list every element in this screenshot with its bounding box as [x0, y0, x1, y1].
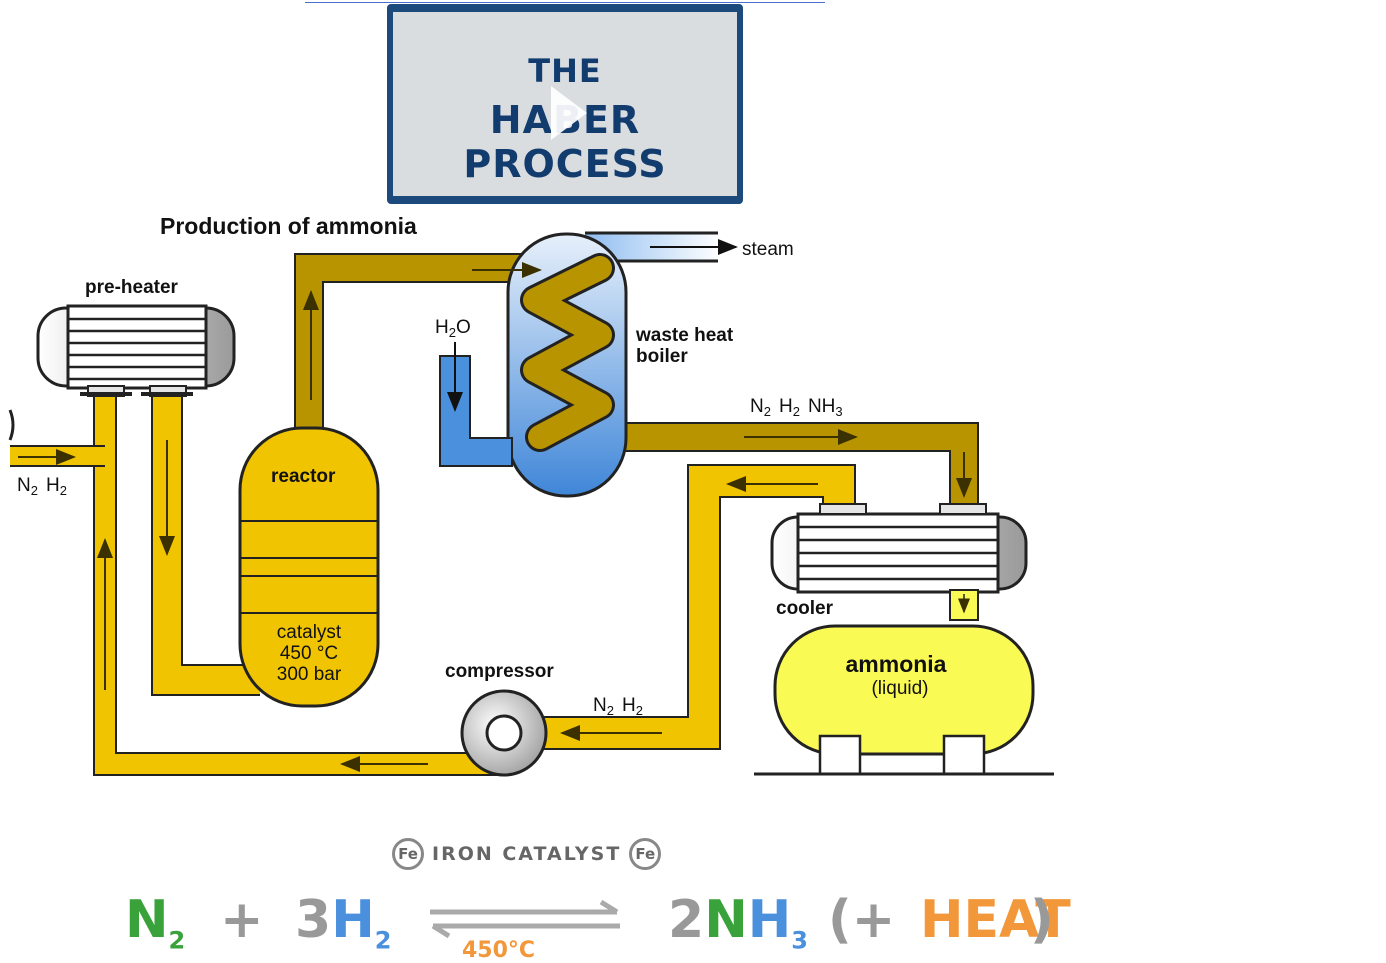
plus-sign: +	[220, 890, 264, 950]
video-title-line1: THE	[528, 52, 602, 90]
heat-open: (+	[828, 890, 896, 950]
steam-label: steam	[742, 239, 794, 260]
water-o: O	[456, 317, 471, 338]
waste-heat-boiler	[506, 232, 628, 498]
boiler-label-line1: waste heat	[635, 325, 734, 346]
catalyst-text: IRON CATALYST	[432, 843, 622, 865]
inlet-edge	[8, 409, 15, 441]
fe-icon-right: Fe	[629, 838, 662, 870]
compressor	[460, 689, 548, 777]
pre-heater	[36, 304, 236, 397]
heat-label: HEAT	[920, 890, 1071, 950]
reactant-h2-coefficient: 3	[295, 890, 332, 950]
water-label: H2O	[435, 317, 471, 340]
ammonia-state-label: (liquid)	[871, 678, 928, 699]
ammonia-label: ammonia	[846, 651, 947, 677]
water-inlet	[439, 355, 513, 467]
reactor-label: reactor	[271, 466, 336, 487]
video-player[interactable]: THE HABER PROCESS	[387, 4, 743, 204]
play-icon[interactable]	[551, 86, 587, 140]
product-n: N	[704, 890, 748, 950]
equilibrium-arrow	[430, 900, 620, 939]
boiler-label-line2: boiler	[636, 346, 688, 367]
diagram-title: Production of ammonia	[160, 213, 417, 239]
cooler	[770, 503, 1028, 621]
product-nh3: 2NH3	[668, 890, 808, 955]
heat-close: )	[1030, 890, 1054, 950]
pressure-label: 300 bar	[277, 664, 342, 685]
equation-area: Fe IRON CATALYST Fe N2 + 3H2 450°C 2NH3 …	[0, 820, 1386, 963]
reactant-n2: N2	[125, 890, 186, 955]
top-link[interactable]	[305, 0, 825, 3]
compressor-label: compressor	[445, 661, 554, 682]
water-sub: 2	[449, 325, 456, 340]
fe-icon-left: Fe	[392, 838, 424, 870]
pre-heater-label: pre-heater	[85, 277, 179, 298]
product-coefficient: 2	[668, 890, 705, 950]
reaction-temperature: 450°C	[462, 938, 536, 963]
catalyst-label: catalyst	[277, 622, 342, 643]
cooler-label: cooler	[776, 598, 834, 619]
flow-arrows	[18, 262, 972, 772]
haber-process-diagram: Production of ammonia pre-heater reactor…	[8, 213, 1054, 777]
catalyst-banner: Fe IRON CATALYST Fe	[392, 836, 662, 872]
product-h: H	[747, 890, 792, 950]
temperature-label: 450 °C	[280, 643, 338, 664]
reactant-h2: 3H2	[295, 890, 392, 955]
reactor	[238, 426, 380, 708]
reactant-h2-symbol: H	[331, 890, 375, 950]
ammonia-tank	[754, 624, 1054, 776]
video-thumbnail[interactable]: THE HABER PROCESS	[393, 12, 737, 196]
water-h: H	[435, 317, 449, 338]
